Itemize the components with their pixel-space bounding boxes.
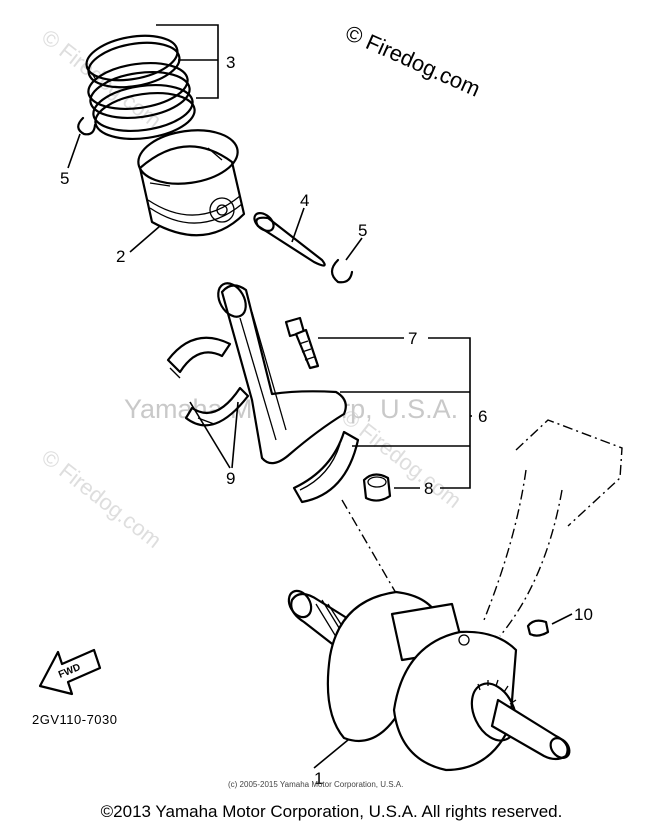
fwd-arrow: FWD: [38, 648, 102, 696]
piston: [137, 129, 246, 237]
callout-9: 9: [226, 469, 235, 488]
woodruff-key: [526, 619, 550, 637]
crankshaft: [287, 419, 623, 772]
callout-6: 6: [478, 407, 487, 426]
conrod-bolt: [284, 316, 320, 370]
piston-pin: [253, 212, 326, 267]
callout-7: 7: [408, 329, 417, 348]
diagram-code: 2GV110-7030: [32, 712, 118, 727]
callout-8: 8: [424, 479, 433, 498]
circlip-right: [330, 258, 354, 284]
bearing-cap: [292, 430, 360, 504]
connecting-rod: [217, 282, 347, 465]
callout-2: 2: [116, 247, 125, 266]
callout-10: 10: [574, 605, 593, 624]
bearing-upper: [166, 336, 232, 379]
callout-5-right: 5: [358, 221, 367, 240]
watermark-layer: © Firedog.com © Firedog.com © Firedog.co…: [37, 24, 466, 553]
firedog-watermark: © Firedog.com: [37, 444, 166, 553]
footer-copyright: ©2013 Yamaha Motor Corporation, U.S.A. A…: [100, 802, 563, 821]
callout-1: 1: [314, 769, 323, 788]
circlip-left: [77, 116, 97, 136]
callout-4: 4: [300, 191, 309, 210]
callout-3: 3: [226, 53, 235, 72]
small-copyright: (c) 2005-2015 Yamaha Motor Corporation, …: [228, 780, 404, 789]
conrod-nut: [362, 473, 392, 502]
callout-numbers: 1 2 3 4 5 5 6 7 8 9 10: [60, 53, 593, 788]
piston-rings: [85, 34, 196, 140]
callout-5-left: 5: [60, 169, 69, 188]
leader-lines: [67, 24, 573, 769]
